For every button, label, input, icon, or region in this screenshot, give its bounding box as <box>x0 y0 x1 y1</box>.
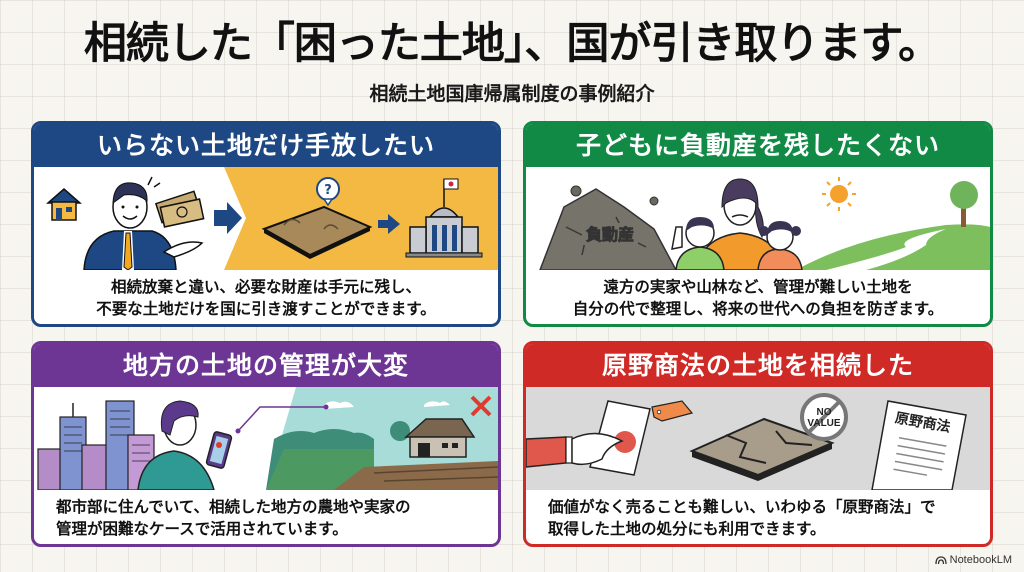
panel-title: 地方の土地の管理が大変 <box>34 344 498 387</box>
case-panel-genya-shoho: 原野商法の土地を相続した <box>523 341 993 547</box>
x-mark-icon <box>470 395 492 417</box>
notebooklm-logo-icon <box>934 556 947 565</box>
caption-line: 都市部に住んでいて、相続した地方の農地や実家の <box>56 498 411 516</box>
page-title: 相続した「困った土地」、国が引き取ります。 <box>83 19 941 69</box>
panel-title: 子どもに負動産を残したくない <box>526 124 990 167</box>
rock-pile-icon: 負動産 <box>539 185 677 270</box>
money-icon <box>154 190 205 228</box>
tree-icon <box>950 181 978 227</box>
case-panel-burden-property: 子どもに負動産を残したくない <box>523 121 993 327</box>
arrow-right-icon <box>214 202 242 234</box>
man-with-phone-icon <box>137 400 329 490</box>
svg-text:?: ? <box>324 183 332 198</box>
price-tag-icon <box>651 400 694 422</box>
brand-label: NotebookLM <box>949 554 1012 566</box>
brand-watermark: NotebookLM <box>934 554 1012 566</box>
farmland-icon <box>266 429 498 490</box>
caption-line: 価値がなく売ることも難しい、いわゆる「原野商法」で <box>548 498 936 516</box>
cracked-land-icon <box>689 417 835 481</box>
caption-line: 取得した土地の処分にも利用できます。 <box>548 520 826 538</box>
government-building-icon <box>405 178 483 258</box>
panel-title: 原野商法の土地を相続した <box>526 344 990 387</box>
panel-caption: 都市部に住んでいて、相続した地方の農地や実家の 管理が困難なケースで活用されてい… <box>34 492 498 544</box>
panel-caption: 相続放棄と違い、必要な財産は手元に残し、 不要な土地だけを国に引き渡すことができ… <box>34 272 498 324</box>
mother-children-icon <box>671 178 803 270</box>
page-subtitle: 相続土地国庫帰属制度の事例紹介 <box>369 83 655 105</box>
document-icon: 原野商法 <box>871 400 967 490</box>
case-panel-rural-land: 地方の土地の管理が大変 <box>31 341 501 547</box>
panel-illustration: ? <box>34 167 498 270</box>
sun-icon <box>822 177 856 211</box>
hand-with-paper-icon <box>526 400 651 476</box>
panel-caption: 遠方の実家や山林など、管理が難しい土地を 自分の代で整理し、将来の世代への負担を… <box>526 272 990 324</box>
caption-line: 不要な土地だけを国に引き渡すことができます。 <box>96 300 436 318</box>
land-question-icon: ? <box>261 177 373 259</box>
panel-caption: 価値がなく売ることも難しい、いわゆる「原野商法」で 取得した土地の処分にも利用で… <box>526 492 990 544</box>
svg-text:VALUE: VALUE <box>807 418 840 429</box>
svg-text:負動産: 負動産 <box>586 225 634 244</box>
businessman-icon <box>83 176 204 270</box>
panel-illustration: NO VALUE 原野商法 <box>526 387 990 490</box>
path-icon <box>796 224 990 270</box>
abandoned-house-icon <box>390 418 476 458</box>
panel-illustration: 負動産 <box>526 167 990 270</box>
caption-line: 自分の代で整理し、将来の世代への負担を防ぎます。 <box>572 300 944 318</box>
svg-text:NO: NO <box>817 407 832 418</box>
no-value-icon: NO VALUE <box>800 393 848 441</box>
caption-line: 遠方の実家や山林など、管理が難しい土地を <box>603 278 913 296</box>
caption-line: 相続放棄と違い、必要な財産は手元に残し、 <box>110 278 421 296</box>
case-panel-unwanted-land: いらない土地だけ手放したい <box>31 121 501 327</box>
map-pin-icon <box>216 442 222 448</box>
caption-line: 管理が困難なケースで活用されています。 <box>56 520 348 538</box>
panel-illustration <box>34 387 498 490</box>
panel-title: いらない土地だけ手放したい <box>34 124 498 167</box>
house-icon <box>46 188 82 221</box>
